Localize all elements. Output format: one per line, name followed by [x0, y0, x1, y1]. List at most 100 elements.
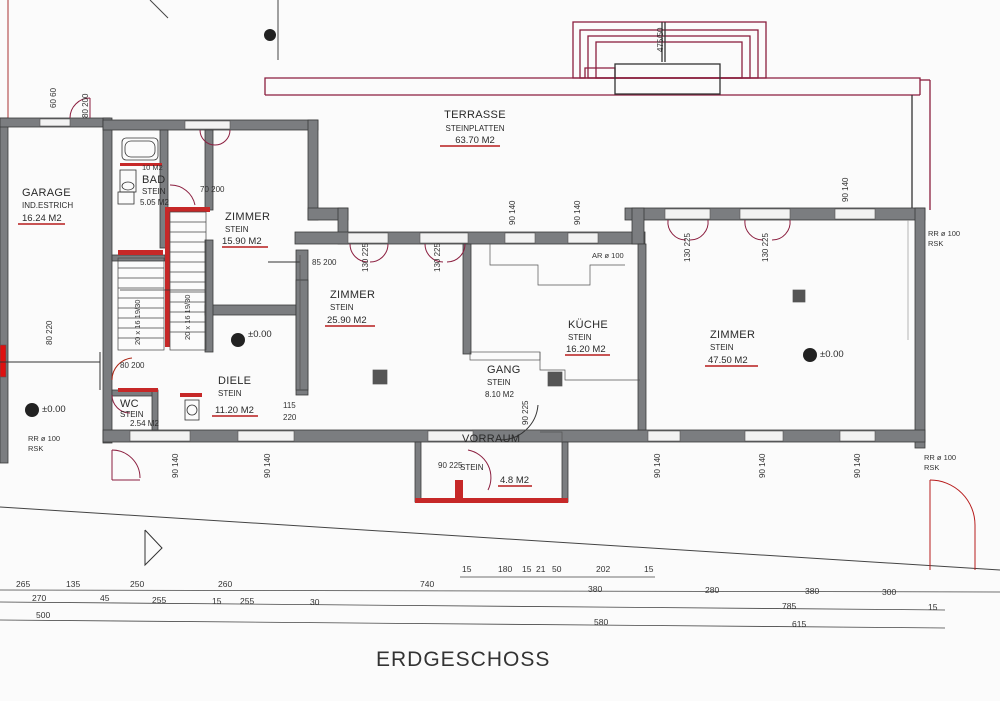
svg-text:90 140: 90 140: [171, 453, 180, 478]
svg-text:8.10 M2: 8.10 M2: [485, 390, 514, 399]
svg-text:90 140: 90 140: [758, 453, 767, 478]
svg-text:280: 280: [705, 585, 719, 595]
svg-text:615: 615: [792, 619, 806, 629]
svg-text:380: 380: [588, 584, 602, 594]
svg-text:130 225: 130 225: [683, 233, 692, 262]
svg-text:16.20 M2: 16.20 M2: [566, 344, 606, 355]
svg-text:130 225: 130 225: [433, 243, 442, 272]
site-lines: [0, 0, 1000, 571]
svg-text:580: 580: [594, 617, 608, 627]
svg-text:255: 255: [152, 595, 166, 605]
fixtures: [117, 137, 200, 421]
svg-text:RSK: RSK: [28, 444, 43, 453]
svg-text:500: 500: [36, 610, 50, 620]
svg-text:ZIMMER: ZIMMER: [710, 329, 755, 341]
svg-text:475/50: 475/50: [656, 27, 665, 52]
svg-text:785: 785: [782, 601, 796, 611]
room-label-zimmer-small: ZIMMER STEIN 15.90 M2: [222, 211, 270, 248]
pipe-tags: RR ø 100 RSK RR ø 100 RSK RR ø 100 RSK A…: [28, 229, 960, 472]
svg-text:47.50 M2: 47.50 M2: [708, 355, 748, 366]
svg-text:VORRAUM: VORRAUM: [462, 433, 520, 445]
svg-text:IND.ESTRICH: IND.ESTRICH: [22, 201, 73, 210]
svg-text:STEIN: STEIN: [225, 225, 249, 234]
svg-text:15: 15: [462, 564, 472, 574]
dim-row-3: 500 580 615: [36, 610, 806, 629]
svg-text:KÜCHE: KÜCHE: [568, 319, 608, 331]
svg-text:RR ø 100: RR ø 100: [28, 434, 60, 443]
svg-text:GARAGE: GARAGE: [22, 187, 71, 199]
svg-text:11.20 M2: 11.20 M2: [215, 405, 254, 416]
svg-text:RSK: RSK: [928, 239, 943, 248]
svg-text:±0.00: ±0.00: [820, 349, 844, 360]
svg-text:20 x 16 19/30: 20 x 16 19/30: [133, 300, 142, 345]
svg-text:300: 300: [882, 587, 896, 597]
svg-text:STEIN: STEIN: [568, 333, 592, 342]
room-label-terrasse: TERRASSE STEINPLATTEN 63.70 M2: [440, 109, 506, 147]
svg-text:WC: WC: [120, 398, 139, 410]
room-label-kueche: KÜCHE STEIN 16.20 M2: [565, 319, 610, 356]
svg-text:63.70 M2: 63.70 M2: [455, 135, 495, 146]
svg-text:10 M2: 10 M2: [142, 163, 163, 172]
svg-text:±0.00: ±0.00: [42, 404, 66, 415]
room-label-wc: WC STEIN 2.54 M2: [120, 398, 159, 428]
svg-text:15: 15: [212, 596, 222, 606]
room-label-bad: 10 M2 BAD STEIN 5.05 M2: [140, 163, 169, 207]
svg-text:90 225: 90 225: [438, 461, 463, 470]
svg-text:ZIMMER: ZIMMER: [330, 289, 375, 301]
red-markings: [118, 163, 568, 503]
svg-text:90 140: 90 140: [573, 200, 582, 225]
stairs: [117, 211, 207, 351]
svg-text:STEIN: STEIN: [218, 389, 242, 398]
plan-title: ERDGESCHOSS: [376, 648, 550, 671]
dim-row-1: 265 135 250 260 740 380 280 380 300: [16, 579, 896, 597]
svg-text:30: 30: [310, 597, 320, 607]
svg-text:15: 15: [928, 602, 938, 612]
svg-text:GANG: GANG: [487, 364, 521, 376]
svg-text:220: 220: [283, 413, 297, 422]
svg-text:STEIN: STEIN: [120, 410, 144, 419]
svg-text:80 200: 80 200: [120, 361, 145, 370]
room-label-diele: DIELE STEIN 11.20 M2: [212, 375, 258, 417]
svg-text:202: 202: [596, 564, 610, 574]
svg-text:90 140: 90 140: [841, 177, 850, 202]
svg-text:RR ø 100: RR ø 100: [928, 229, 960, 238]
svg-text:45: 45: [100, 593, 110, 603]
svg-text:RSK: RSK: [924, 463, 939, 472]
opening-dimensions: 60 60 80 200 90 140 90 140 475/50 70 200…: [45, 27, 862, 478]
svg-text:90 140: 90 140: [853, 453, 862, 478]
svg-text:BAD: BAD: [142, 174, 166, 186]
svg-text:16.24 M2: 16.24 M2: [22, 213, 62, 224]
svg-text:STEIN: STEIN: [330, 303, 354, 312]
room-label-garage: GARAGE IND.ESTRICH 16.24 M2: [18, 187, 73, 225]
svg-text:15: 15: [522, 564, 532, 574]
svg-text:60 60: 60 60: [49, 87, 58, 108]
svg-text:90 140: 90 140: [508, 200, 517, 225]
svg-text:25.90 M2: 25.90 M2: [327, 315, 367, 326]
svg-text:130 225: 130 225: [361, 243, 370, 272]
svg-text:DIELE: DIELE: [218, 375, 251, 387]
svg-text:15.90 M2: 15.90 M2: [222, 236, 262, 247]
svg-text:STEIN: STEIN: [460, 463, 484, 472]
svg-text:5.05 M2: 5.05 M2: [140, 198, 169, 207]
dim-row-2: 270 45 255 15 255 30 785 15: [32, 593, 938, 612]
svg-text:130 225: 130 225: [761, 233, 770, 262]
dim-row-top: 15 180 15 21 50 202 15: [462, 564, 654, 574]
svg-text:50: 50: [552, 564, 562, 574]
dimension-lines: [0, 576, 1000, 629]
svg-text:STEIN: STEIN: [142, 187, 166, 196]
svg-text:STEINPLATTEN: STEINPLATTEN: [446, 124, 505, 133]
svg-text:115: 115: [283, 401, 296, 410]
svg-text:4.8 M2: 4.8 M2: [500, 475, 529, 486]
svg-text:ZIMMER: ZIMMER: [225, 211, 270, 223]
thin-lines: [372, 220, 909, 442]
svg-text:15: 15: [644, 564, 654, 574]
svg-text:STEIN: STEIN: [487, 378, 511, 387]
svg-text:180: 180: [498, 564, 512, 574]
svg-text:TERRASSE: TERRASSE: [444, 109, 506, 121]
svg-text:380: 380: [805, 586, 819, 596]
terrace-outline: [264, 21, 931, 210]
room-label-zimmer-big: ZIMMER STEIN 47.50 M2: [705, 329, 758, 367]
svg-text:±0.00: ±0.00: [248, 329, 272, 340]
svg-text:265: 265: [16, 579, 30, 589]
